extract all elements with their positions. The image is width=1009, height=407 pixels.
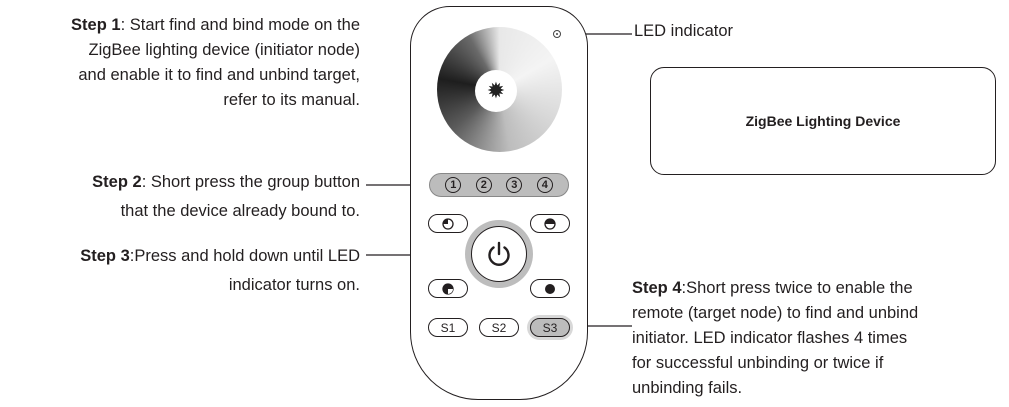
step3-line-1: :Press and hold down until LED [129,247,360,265]
step2-line-1: : Short press the group button [141,173,360,191]
group-button-2[interactable]: 2 [475,177,492,193]
step1-text: Step 1: Start find and bind mode on the … [0,13,360,113]
step4-text: Step 4:Short press twice to enable the r… [632,276,1002,401]
power-icon [488,241,510,266]
brightness-mid-button[interactable] [428,279,468,298]
brightness-high-button[interactable] [530,214,570,233]
full-circle-icon [545,283,555,294]
scene-button-s3[interactable]: S3 [530,318,570,337]
step4-line-5: unbinding fails. [632,379,743,397]
step4-line-1: :Short press twice to enable the [681,279,913,297]
scene-button-s2[interactable]: S2 [479,318,519,337]
step1-line-2: ZigBee lighting device (initiator node) [88,41,361,59]
step3-line-2: indicator turns on. [228,276,360,294]
quarter-circle-icon [442,217,454,230]
step4-title: Step 4 [632,279,682,297]
step4-line-2: remote (target node) to find and unbind [632,304,919,322]
led-indicator-label: LED indicator [634,22,734,40]
group-button-4[interactable]: 4 [536,177,553,193]
step1-line-3: and enable it to find and unbind target, [78,66,360,84]
scene-button-s1[interactable]: S1 [428,318,468,337]
brightness-low-button[interactable] [428,214,468,233]
step1-line-4: refer to its manual. [223,91,360,109]
step4-line-3: initiator. LED indicator flashes 4 times [632,329,908,347]
step3-title: Step 3 [80,247,130,265]
zigbee-device-box: ZigBee Lighting Device [650,67,996,175]
three-quarter-circle-icon [442,282,454,295]
group-button-1[interactable]: 1 [445,177,462,193]
half-circle-icon [544,217,556,230]
group-button-3[interactable]: 3 [506,177,523,193]
step2-line-2: that the device already bound to. [120,202,360,220]
step4-line-4: for successful unbinding or twice if [632,354,884,372]
step2-title: Step 2 [92,173,142,191]
led-indicator [553,30,561,38]
group-buttons-bar: 1 2 3 4 [429,173,569,197]
step1-line-1: : Start find and bind mode on the [120,16,360,34]
sun-icon: ✹ [475,70,517,112]
brightness-full-button[interactable] [530,279,570,298]
step2-text: Step 2: Short press the group button tha… [0,170,360,224]
zigbee-device-label: ZigBee Lighting Device [745,113,901,129]
power-button[interactable] [471,226,527,282]
step1-title: Step 1 [71,16,121,34]
step3-text: Step 3:Press and hold down until LED ind… [0,244,360,298]
